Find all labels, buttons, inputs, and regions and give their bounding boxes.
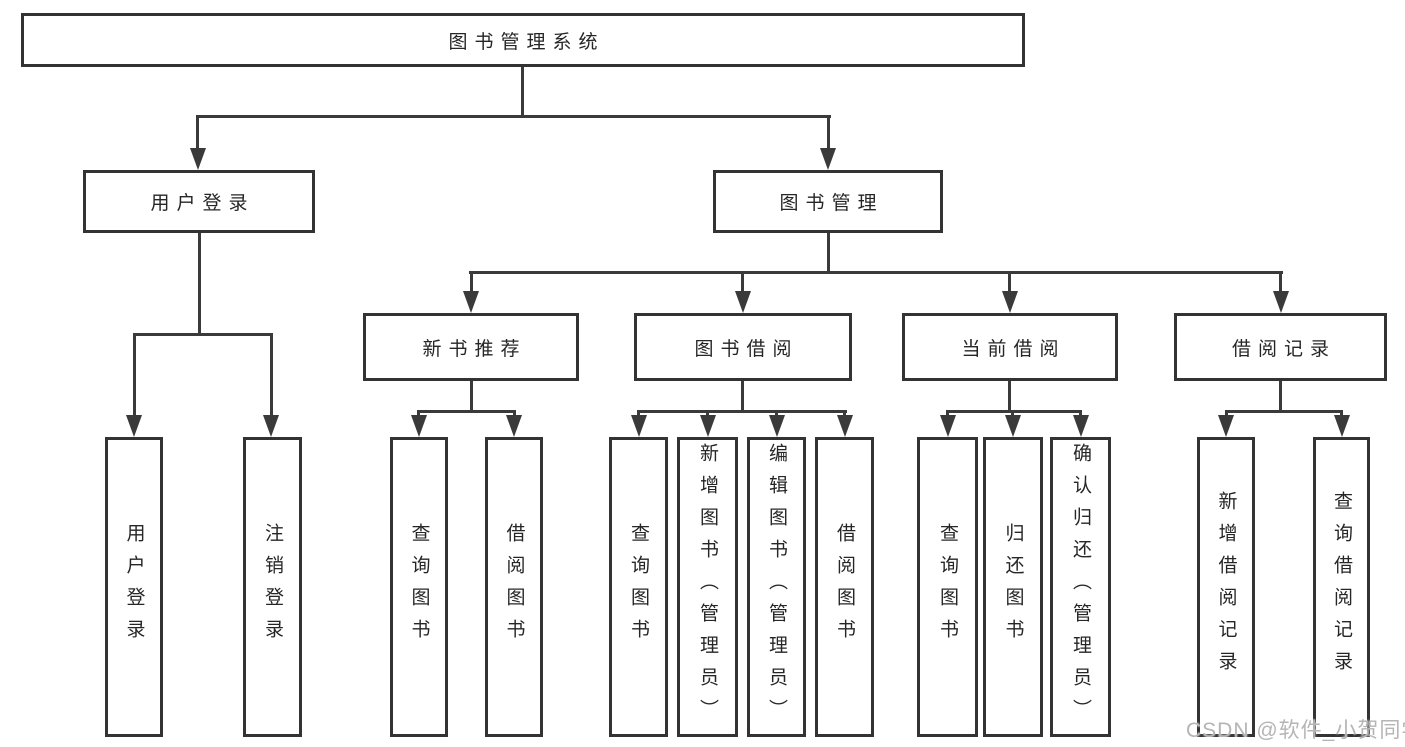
node-label: 编辑图书（管理员） <box>766 443 787 731</box>
connector-book-borrowing-stem <box>741 380 744 413</box>
node-query-books-current: 查询图书 <box>917 437 978 737</box>
node-label: 用户登录 <box>123 523 145 651</box>
connector-drop-book-borrowing <box>741 271 744 295</box>
connector-drop-leaf <box>706 410 709 418</box>
arrow-down-icon <box>1334 415 1350 437</box>
arrow-down-icon <box>506 415 522 437</box>
node-label: 确认归还（管理员） <box>1070 443 1091 731</box>
connector-root-branch <box>196 115 831 118</box>
node-return-books: 归还图书 <box>983 437 1043 737</box>
arrow-down-icon <box>190 148 206 170</box>
node-label: 当前借阅 <box>961 338 1066 360</box>
arrow-down-icon <box>1218 415 1234 437</box>
arrow-down-icon <box>1073 415 1089 437</box>
node-label: 借阅图书 <box>503 523 525 651</box>
connector-drop-leaf <box>417 410 420 418</box>
arrow-down-icon <box>700 415 716 437</box>
node-user-login-leaf: 用户登录 <box>105 437 163 737</box>
arrow-down-icon <box>940 415 956 437</box>
node-label: 查询借阅记录 <box>1331 491 1352 683</box>
node-query-books-borrowing: 查询图书 <box>609 437 668 737</box>
node-borrowing-records: 借阅记录 <box>1174 313 1387 381</box>
node-edit-books-admin: 编辑图书（管理员） <box>747 437 806 737</box>
connector-root-stem <box>521 66 524 118</box>
node-label: 归还图书 <box>1002 523 1024 651</box>
node-label: 借阅图书 <box>834 523 855 651</box>
connector-borrowing-records-branch <box>1225 410 1342 413</box>
connector-book-management-stem <box>827 232 830 274</box>
node-borrow-books-borrowing: 借阅图书 <box>815 437 874 737</box>
node-label: 借阅记录 <box>1231 338 1336 360</box>
node-label: 新书推荐 <box>422 338 527 360</box>
connector-drop-leaf <box>946 410 949 418</box>
arrow-down-icon <box>1002 291 1018 313</box>
node-current-borrowing: 当前借阅 <box>902 313 1118 381</box>
arrow-down-icon <box>837 415 853 437</box>
connector-drop-leaf <box>1340 410 1343 418</box>
connector-drop-book-management <box>827 115 830 151</box>
node-user-login: 用户登录 <box>83 170 315 233</box>
connector-drop-leaf <box>775 410 778 418</box>
node-label: 用户登录 <box>150 193 255 214</box>
arrow-down-icon <box>769 415 785 437</box>
arrow-down-icon <box>1005 415 1021 437</box>
connector-drop-leaf <box>270 333 273 418</box>
node-add-borrow-record: 新增借阅记录 <box>1197 437 1255 737</box>
node-label: 查询图书 <box>408 523 430 651</box>
connector-drop-leaf <box>1011 410 1014 418</box>
connector-drop-leaf <box>1079 410 1082 418</box>
node-library-management-system: 图书管理系统 <box>21 13 1025 67</box>
connector-drop-new-book <box>470 271 473 295</box>
node-new-book-recommend: 新书推荐 <box>363 313 579 381</box>
connector-user-login-stem <box>198 232 201 335</box>
connector-drop-leaf <box>1225 410 1228 418</box>
node-query-borrow-record: 查询借阅记录 <box>1313 437 1370 737</box>
connector-drop-current-borrowing <box>1008 271 1011 295</box>
connector-drop-leaf <box>843 410 846 418</box>
arrow-down-icon <box>126 415 142 437</box>
node-label: 图书借阅 <box>694 338 799 360</box>
node-logout: 注销登录 <box>243 437 302 737</box>
node-confirm-return-admin: 确认归还（管理员） <box>1050 437 1111 737</box>
arrow-down-icon <box>820 148 836 170</box>
node-label: 查询图书 <box>628 523 649 651</box>
connector-borrowing-records-stem <box>1279 380 1282 413</box>
arrow-down-icon <box>631 415 647 437</box>
connector-drop-user-login <box>196 115 199 151</box>
arrow-down-icon <box>263 415 279 437</box>
node-label: 新增借阅记录 <box>1215 491 1237 683</box>
node-label: 注销登录 <box>262 523 283 651</box>
node-label: 图书管理 <box>779 193 884 214</box>
node-label: 图书管理系统 <box>448 31 605 53</box>
arrow-down-icon <box>411 415 427 437</box>
connector-current-borrowing-branch <box>946 410 1082 413</box>
connector-drop-borrowing-records <box>1279 271 1282 295</box>
arrow-down-icon <box>463 291 479 313</box>
node-add-books-admin: 新增图书（管理员） <box>677 437 738 737</box>
node-label: 新增图书（管理员） <box>697 443 718 731</box>
connector-book-borrowing-branch <box>637 410 847 413</box>
connector-new-book-branch <box>417 410 516 413</box>
connector-drop-leaf <box>637 410 640 418</box>
connector-new-book-stem <box>470 380 473 413</box>
connector-user-login-branch <box>133 333 273 336</box>
connector-drop-leaf <box>133 333 136 418</box>
node-book-borrowing: 图书借阅 <box>634 313 852 381</box>
node-label: 查询图书 <box>937 523 958 651</box>
connector-book-management-branch <box>469 271 1283 274</box>
node-book-management: 图书管理 <box>713 170 943 233</box>
connector-drop-leaf <box>513 410 516 418</box>
node-borrow-books-recommend: 借阅图书 <box>485 437 543 737</box>
connector-current-borrowing-stem <box>1008 380 1011 413</box>
csdn-watermark: CSDN @软件_小贺同学 <box>1186 719 1405 742</box>
arrow-down-icon <box>1273 291 1289 313</box>
node-query-books-recommend: 查询图书 <box>390 437 448 737</box>
arrow-down-icon <box>735 291 751 313</box>
